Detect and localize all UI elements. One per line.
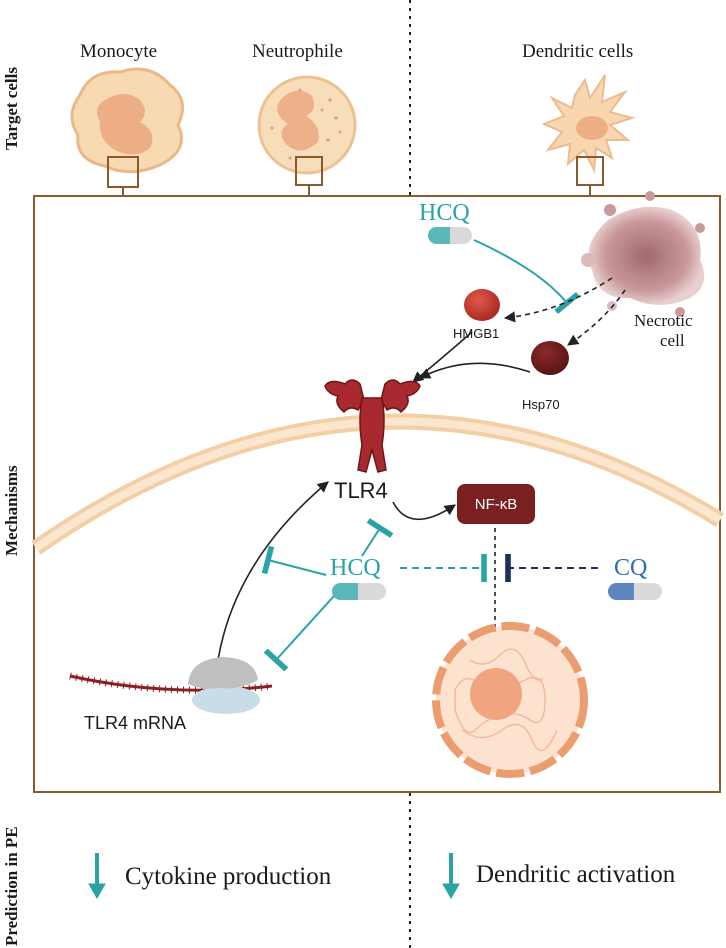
down-arrow-left xyxy=(88,853,106,900)
mechanisms-frame xyxy=(33,195,721,793)
label-hcq-top: HCQ xyxy=(419,200,470,226)
down-arrow-right xyxy=(442,853,460,900)
label-necrotic: Necrotic xyxy=(634,311,693,330)
label-neutrophile: Neutrophile xyxy=(252,41,343,62)
hcq-pill-top xyxy=(428,227,472,244)
prediction-cytokine: Cytokine production xyxy=(125,863,332,890)
necrotic-cell xyxy=(581,191,705,317)
cq-pill xyxy=(608,583,662,600)
side-label-target-cells: Target cells xyxy=(2,67,21,150)
hcq-inhibit-line xyxy=(473,239,580,315)
label-hsp70: Hsp70 xyxy=(522,397,560,412)
label-cq: CQ xyxy=(614,555,648,581)
hmgb1-ball xyxy=(464,289,500,321)
ribosome xyxy=(188,657,260,714)
prediction-dendritic: Dendritic activation xyxy=(476,861,676,888)
side-label-prediction: Prediction in PE xyxy=(2,826,21,946)
nucleus xyxy=(432,622,588,778)
neutrophile-cell xyxy=(257,75,357,196)
hcq-pill-mid xyxy=(332,583,386,600)
label-hmgb1: HMGB1 xyxy=(453,326,500,341)
label-tlr4-mrna: TLR4 mRNA xyxy=(84,713,187,733)
label-necrotic-cell: cell xyxy=(660,331,685,350)
mrna-strand xyxy=(69,672,273,694)
monocyte-cell xyxy=(70,67,184,196)
dendritic-cell xyxy=(541,74,636,196)
label-tlr4: TLR4 xyxy=(334,478,388,503)
label-dendritic-cells: Dendritic cells xyxy=(522,41,634,62)
label-hcq-mid: HCQ xyxy=(330,555,381,581)
label-nfkb: NF-κB xyxy=(474,495,518,513)
side-label-mechanisms: Mechanisms xyxy=(2,465,21,556)
tlr4-receptor xyxy=(324,379,421,473)
hsp70-ball xyxy=(531,341,569,375)
label-monocyte: Monocyte xyxy=(80,41,158,62)
nfkb-box: NF-κB xyxy=(457,484,535,524)
